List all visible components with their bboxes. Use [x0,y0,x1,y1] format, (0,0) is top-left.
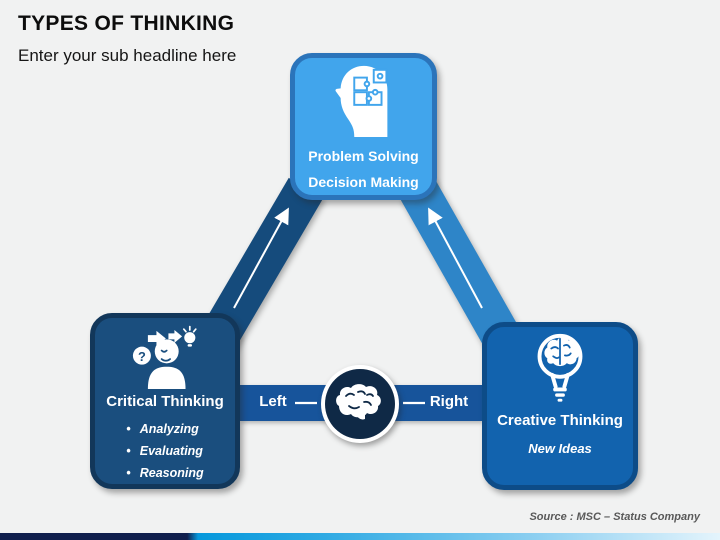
bullet-item: Evaluating [126,440,203,462]
brain-icon [336,384,381,420]
right-up-arrow-icon [428,207,483,309]
bullet-item: Analyzing [126,418,203,440]
bullet-item: Reasoning [126,462,204,484]
creative-thinking-box: Creative Thinking New Ideas [482,322,638,490]
thinking-person-icon: ? [132,325,197,389]
left-box-title: Critical Thinking [106,393,224,410]
left-up-arrow-icon [233,207,289,309]
bottom-accent-bar [0,533,720,540]
problem-solving-box: Problem Solving Decision Making [290,53,437,200]
source-caption: Source : MSC – Status Company [529,511,700,523]
question-mark-glyph: ? [138,349,146,364]
critical-thinking-box: ? Critical Thinking Analyzing Evaluating… [90,313,240,489]
top-box-line2: Decision Making [308,174,419,190]
head-with-puzzle-icon [334,65,387,137]
right-hemisphere-label: Right [429,393,469,410]
sub-headline: Enter your sub headline here [18,46,237,65]
left-box-bullet-list: Analyzing Evaluating Reasoning [126,418,204,484]
right-box-title: Creative Thinking [497,412,623,429]
left-hemisphere-label: Left [259,393,287,410]
center-brain-hub [321,365,399,443]
right-box-subtitle: New Ideas [528,441,592,456]
page-title: TYPES OF THINKING [18,12,235,35]
top-box-line1: Problem Solving [308,148,419,164]
lightbulb-brain-icon [537,333,583,402]
